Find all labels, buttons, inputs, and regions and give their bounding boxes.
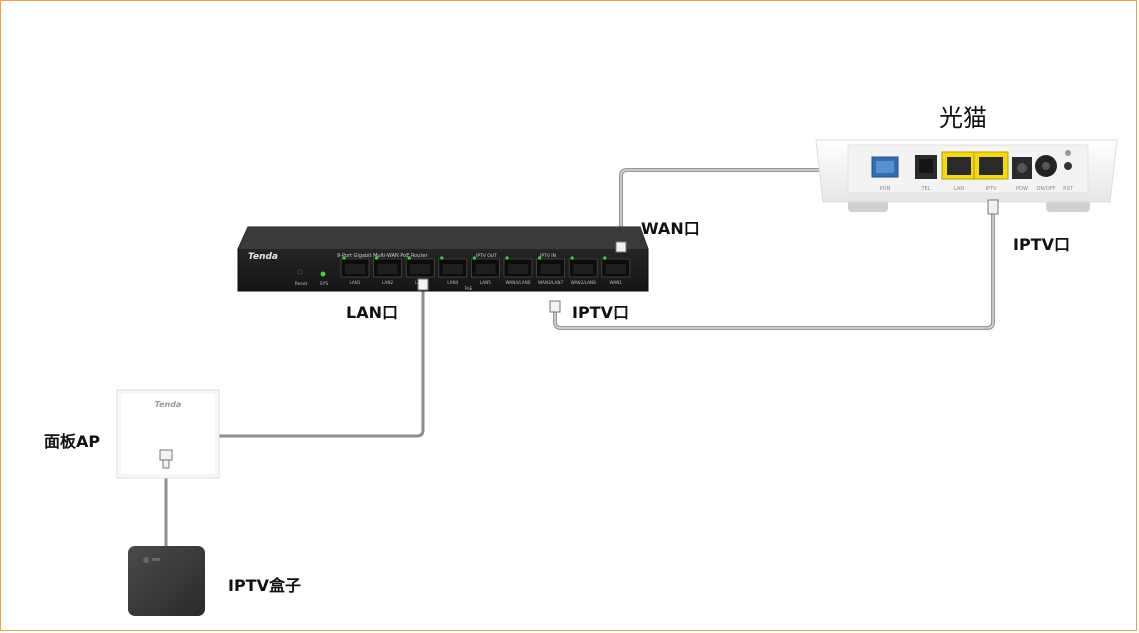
router-port-led [342, 256, 346, 260]
optical-modem: PON TEL LAN IPTV POW ON/OFF RST [815, 139, 1118, 212]
router-port-led [603, 256, 607, 260]
router-port-socket [377, 264, 398, 274]
modem-iptv-label: IPTV [986, 186, 998, 192]
modem-rst-label: RST [1063, 186, 1074, 192]
router-model-text: 9-Port Gigabit Multi-WAN PoE Router [337, 253, 429, 259]
router-port-socket [475, 264, 496, 274]
label-router-iptv-port: IPTV口 [572, 303, 629, 322]
router-port-socket [345, 264, 365, 274]
router-port-label: WAN4/LAN6 [505, 280, 530, 285]
cables [164, 168, 995, 550]
router-port-label: LAN2 [382, 280, 393, 285]
router-port-label: WAN1 [610, 280, 623, 285]
router-port-led [375, 256, 379, 260]
iptv-box [128, 546, 205, 616]
connector-plugs [417, 199, 999, 313]
router-iptv-out-text: IPTV OUT [476, 253, 497, 259]
router-iptv-in-text: IPTV IN [540, 253, 556, 259]
router-reset-button [297, 269, 303, 275]
modem-lan-label: LAN [954, 186, 964, 192]
label-modem-iptv-port: IPTV口 [1013, 235, 1070, 254]
label-iptv-box: IPTV盒子 [228, 576, 301, 595]
cable-lan-to-ap [216, 288, 425, 438]
modem-pon-label: PON [880, 186, 891, 192]
plug-modem-iptv [987, 199, 999, 215]
router-sys-led [320, 271, 326, 277]
router-sys-label: SYS [320, 281, 329, 287]
plug-router-wan [615, 241, 627, 253]
label-panel-ap: 面板AP [44, 432, 101, 451]
cable-wan-to-modem-lan-core [620, 169, 946, 243]
modem-power-label: POW [1016, 186, 1028, 192]
router-port-group: LAN1LAN2LAN3LAN4LAN5WAN4/LAN6WAN3/LAN7WA… [340, 256, 631, 285]
router-port-socket [540, 264, 561, 274]
router-port-label: LAN4 [447, 280, 458, 285]
router-poe-label: PoE [465, 286, 473, 291]
router-port-led [570, 256, 574, 260]
router-reset-label: Reset [295, 281, 308, 287]
router-port-socket [442, 264, 463, 274]
cable-iptv-router-to-modem-core [554, 213, 994, 329]
router-port-led [407, 256, 411, 260]
router-port-label: LAN1 [349, 280, 360, 285]
router-port-led [538, 256, 542, 260]
router-port-socket [410, 264, 431, 274]
router-port-socket [573, 264, 594, 274]
router-port-label: WAN2/LAN8 [571, 280, 596, 285]
ap-brand-logo: Tenda [155, 400, 182, 409]
router-port-label: LAN5 [480, 280, 491, 285]
panel-ap: Tenda [116, 389, 220, 479]
router: Tenda 9-Port Gigabit Multi-WAN PoE Route… [237, 226, 649, 292]
modem-rst-button [1064, 162, 1072, 170]
router-port-led [440, 256, 444, 260]
router-port-socket [605, 264, 626, 274]
router-port-label: WAN3/LAN7 [538, 280, 563, 285]
modem-tel-label: TEL [921, 186, 931, 192]
ap-lan-port [159, 449, 173, 461]
plug-router-lan [417, 278, 429, 291]
label-wan-port: WAN口 [641, 219, 700, 238]
router-brand-logo: Tenda [248, 252, 278, 262]
modem-onoff-label: ON/OFF [1036, 186, 1055, 192]
router-port-led [505, 256, 509, 260]
router-port-led [472, 256, 476, 260]
router-port-socket [508, 264, 528, 274]
label-lan-port: LAN口 [346, 303, 398, 322]
plug-router-iptv [549, 300, 561, 313]
modem-title: 光猫 [939, 104, 987, 132]
